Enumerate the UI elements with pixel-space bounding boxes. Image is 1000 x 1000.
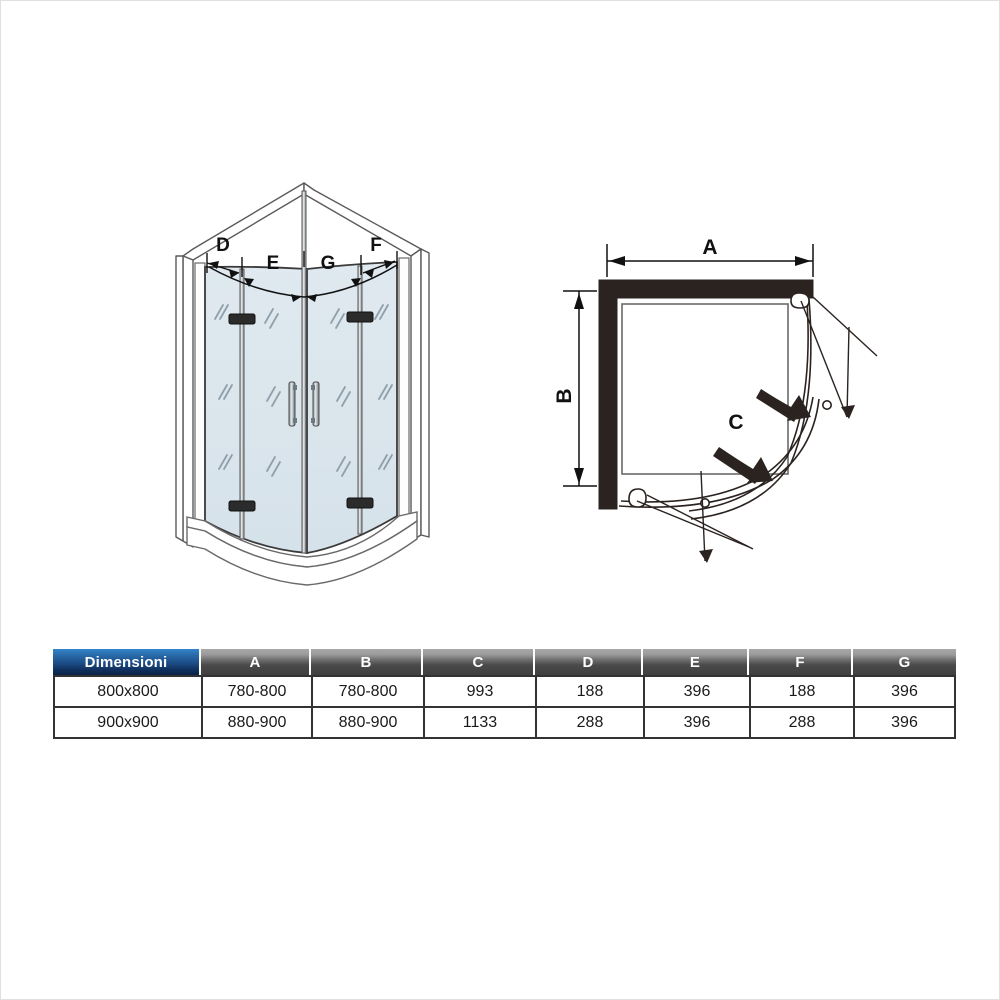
table-header-row: Dimensioni A B C D E F G <box>53 649 956 675</box>
table-header-dimensioni: Dimensioni <box>53 649 201 675</box>
plan-view-leader-arrowheads <box>699 405 855 563</box>
cell-e: 396 <box>643 708 749 739</box>
front-view-shower-tray <box>186 511 418 586</box>
plan-view-tray-outline <box>621 303 789 475</box>
plan-view-dimension-a <box>606 244 814 277</box>
plan-view-swing-arcs <box>618 298 820 520</box>
front-view-glass-panels <box>204 261 398 555</box>
table-header-a: A <box>201 649 311 675</box>
cell-d: 188 <box>535 675 643 708</box>
cell-b: 880-900 <box>311 708 423 739</box>
cell-b: 780-800 <box>311 675 423 708</box>
label-A: A <box>702 236 717 259</box>
front-view-door-handles <box>288 381 320 427</box>
label-B: B <box>553 388 576 403</box>
front-view-center-post <box>301 190 307 554</box>
table-header-f: F <box>749 649 853 675</box>
front-view-hinges <box>228 311 374 512</box>
cell-f: 188 <box>749 675 853 708</box>
table-row: 800x800 780-800 780-800 993 188 396 188 … <box>53 675 956 708</box>
table-row: 900x900 880-900 880-900 1133 288 396 288… <box>53 708 956 739</box>
cell-dimensioni: 800x800 <box>53 675 201 708</box>
front-view-glass-reflections <box>214 304 393 477</box>
table-header-d: D <box>535 649 643 675</box>
cell-a: 880-900 <box>201 708 311 739</box>
front-view-wall-panels <box>175 182 430 548</box>
label-F: F <box>370 235 382 256</box>
cell-c: 993 <box>423 675 535 708</box>
cell-g: 396 <box>853 675 956 708</box>
front-view-dimension-labels: D E G F <box>216 235 382 274</box>
dimensions-table: Dimensioni A B C D E F G 800x800 780-800… <box>53 649 956 739</box>
cell-e: 396 <box>643 675 749 708</box>
cell-a: 780-800 <box>201 675 311 708</box>
plan-view-dimension-labels: A B C <box>553 236 744 434</box>
front-view-dimension-arrowheads <box>209 260 394 302</box>
plan-view-dimension-a-arrowheads <box>609 256 811 266</box>
label-C: C <box>728 411 743 434</box>
plan-view-dimension-b-arrowheads <box>574 293 584 484</box>
table-header-b: B <box>311 649 423 675</box>
cell-d: 288 <box>535 708 643 739</box>
table-header-g: G <box>853 649 956 675</box>
table-header-c: C <box>423 649 535 675</box>
plan-view-direction-arrows <box>713 389 811 484</box>
label-D: D <box>216 235 230 256</box>
cell-f: 288 <box>749 708 853 739</box>
table-header-e: E <box>643 649 749 675</box>
cell-g: 396 <box>853 708 956 739</box>
label-E: E <box>267 253 280 274</box>
plan-view-walls <box>598 279 814 510</box>
cell-c: 1133 <box>423 708 535 739</box>
label-G: G <box>321 253 336 274</box>
plan-view-leader-lines <box>636 296 878 562</box>
plan-view-dimension-b <box>563 290 597 487</box>
cell-dimensioni: 900x900 <box>53 708 201 739</box>
